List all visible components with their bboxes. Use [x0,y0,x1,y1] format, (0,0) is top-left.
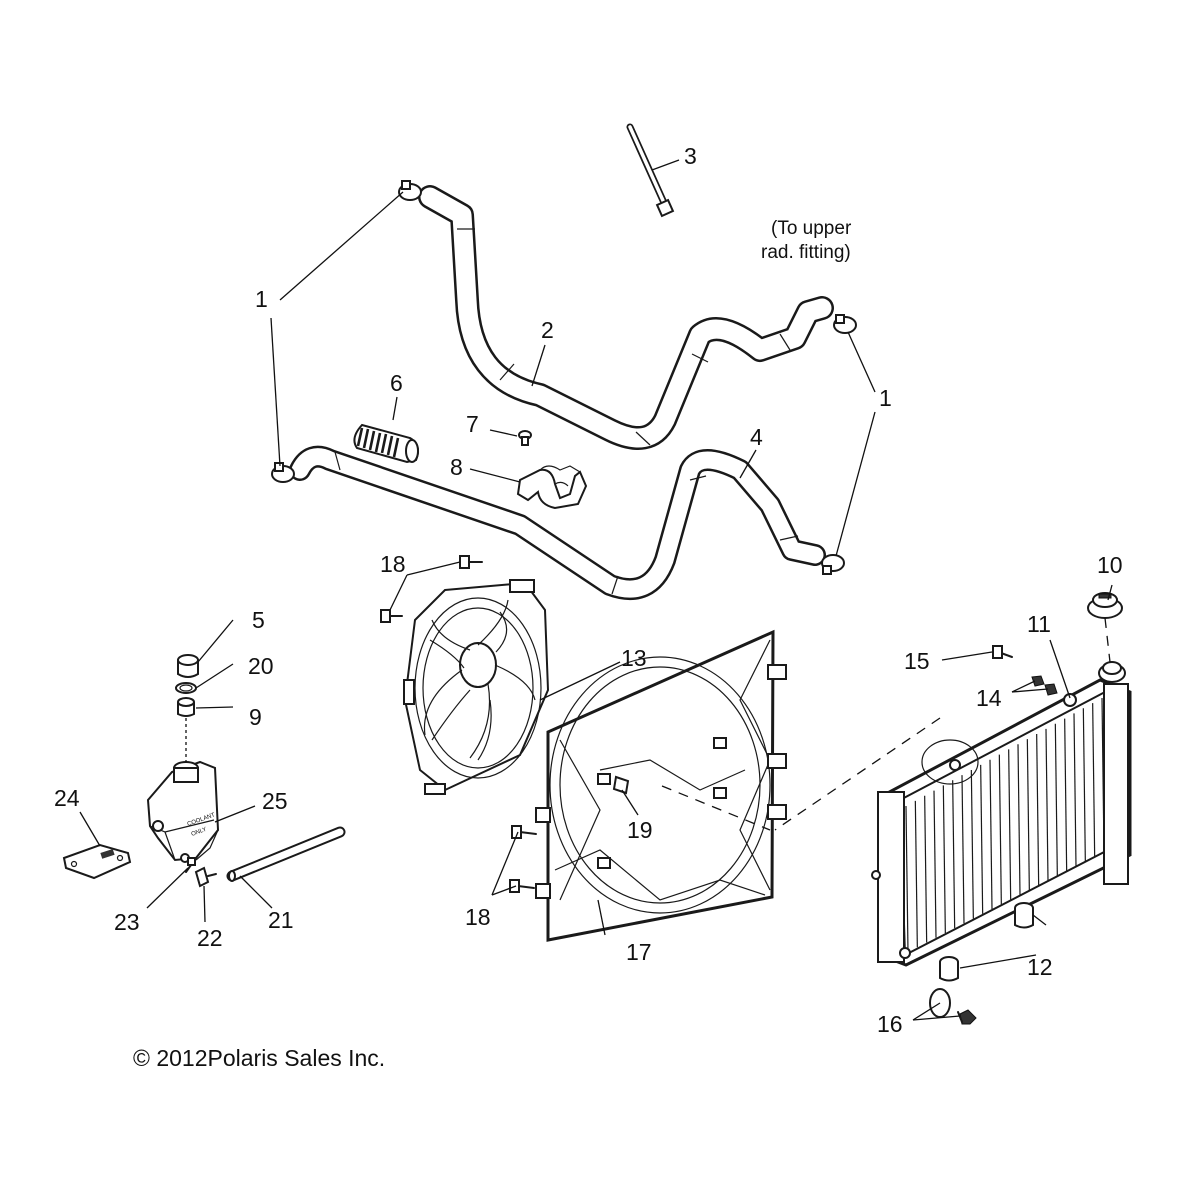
mounting-screw [518,430,532,446]
radiator-fin [1008,749,1012,900]
radiator-fin [1036,733,1040,886]
radiator-fin [1026,739,1030,891]
callout-20: 20 [248,653,274,679]
callout-5: 5 [252,607,265,633]
callout-1-right: 1 [879,385,892,411]
callout-15: 15 [904,648,930,674]
hose-clamp-top-right [833,314,857,334]
hose-clamp-top-left [398,180,422,201]
reservoir-screw [185,857,196,873]
callout-6: 6 [390,370,403,396]
fan-screw-middle [380,609,403,623]
callout-numbers: 1 1 2 3 4 5 6 7 8 9 10 11 12 13 14 15 16… [54,143,1123,1037]
bottom-grommet-b [939,956,959,982]
callout-24: 24 [54,785,80,811]
radiator-bolt [992,645,1013,659]
drain-plug [957,1009,977,1025]
shroud-screw-lower [509,879,535,893]
radiator-fin [914,800,918,948]
reservoir-label-line2: ONLY [191,827,208,838]
callout-14: 14 [976,685,1002,711]
shroud-screw-upper [511,825,537,839]
callout-4: 4 [750,424,763,450]
radiator-fin [961,775,965,924]
radiator-fin [933,790,937,938]
radiator-fan [403,579,550,795]
grommet-a [1031,675,1045,687]
upper-fitting-note-line1: (To upper [771,218,852,239]
lower-coolant-hose [289,445,826,600]
radiator-fin [1045,728,1049,881]
radiator-fin [970,769,974,919]
overflow-tube [226,826,346,882]
radiator-fin [1017,744,1021,895]
hose-bracket [516,465,588,510]
callout-21: 21 [268,907,294,933]
callout-23: 23 [114,909,140,935]
callout-7: 7 [466,411,479,437]
upper-fitting-note-line2: rad. fitting) [761,242,851,263]
callout-19: 19 [627,817,653,843]
callout-17: 17 [626,939,652,965]
radiator-fins [905,697,1105,953]
radiator-fin [989,759,993,910]
radiator-fin [924,795,928,943]
callout-9: 9 [249,704,262,730]
alignment-lines [661,617,1111,831]
callout-3: 3 [684,143,697,169]
callout-25: 25 [262,788,288,814]
reservoir-mounting-plate [62,843,132,880]
radiator-fin [1064,718,1068,872]
radiator-fin [980,764,984,914]
callout-11: 11 [1027,611,1051,637]
reservoir-fitting [194,866,217,888]
upper-coolant-hose [418,185,834,450]
hose-sleeve [353,423,419,464]
radiator-filler-neck [1098,661,1126,683]
callout-8: 8 [450,454,463,480]
shroud-clip [612,775,630,795]
callout-12: 12 [1027,954,1053,980]
radiator-fin [905,805,909,953]
reservoir-seal [175,682,197,694]
copyright-notice: © 2012Polaris Sales Inc. [133,1045,386,1071]
bottom-grommet-a [1014,902,1034,929]
hose-clamp-bottom-right [821,554,845,575]
radiator-fin [942,785,946,933]
radiator-fin [1082,708,1086,862]
radiator-fin [1073,713,1077,867]
callout-16: 16 [877,1011,903,1037]
callout-1-left: 1 [255,286,268,312]
callout-10: 10 [1097,552,1123,578]
callout-18-top: 18 [380,551,406,577]
grommet-b [1044,683,1058,696]
radiator-cap [1087,592,1123,619]
callout-22: 22 [197,925,223,951]
radiator [871,678,1132,967]
coolant-reservoir: COOLANT ONLY [146,760,220,863]
radiator-fin [1092,703,1096,857]
callout-13: 13 [621,645,647,671]
reservoir-cap [177,654,199,678]
leader-lines [79,159,1113,1021]
radiator-fin [1054,723,1058,876]
radiator-fin [952,780,956,929]
callout-18-bottom: 18 [465,904,491,930]
radiator-fin [998,754,1002,905]
hose-clamp-bottom-left [271,462,295,483]
reservoir-adapter [177,697,195,717]
cable-tie [626,123,675,218]
callout-2: 2 [541,317,554,343]
fan-shroud [535,629,787,942]
fan-screw-top [459,555,483,569]
